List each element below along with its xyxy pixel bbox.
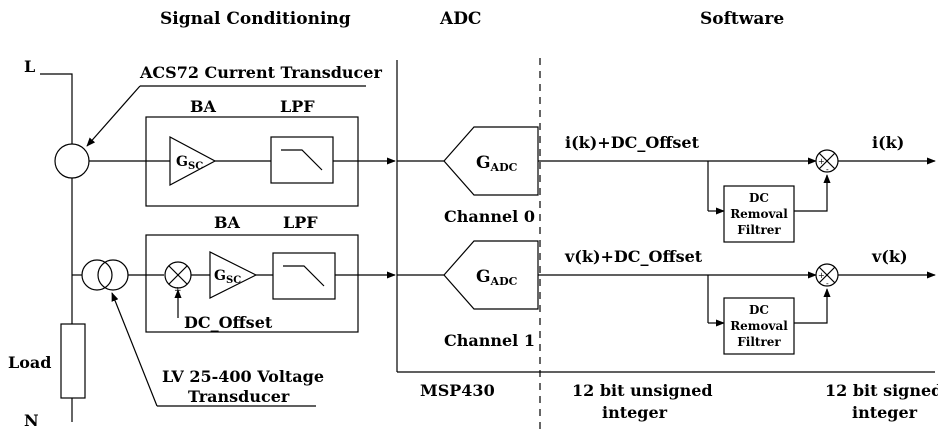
ba-label-0: BA bbox=[190, 97, 217, 116]
gain-sc-current: GSC bbox=[176, 154, 203, 172]
gain-amplifier-voltage bbox=[209, 251, 258, 299]
voltage-output-label: v(k) bbox=[871, 247, 908, 266]
mcu-label: MSP430 bbox=[420, 381, 495, 400]
current-output-label: i(k) bbox=[872, 133, 904, 152]
sum-minus-voltage: - bbox=[826, 279, 829, 288]
voltage-transducer-pointer bbox=[111, 292, 158, 407]
current-transducer-pointer bbox=[86, 85, 141, 147]
line-n-label: N bbox=[24, 411, 39, 430]
adc-gain-1: GADC bbox=[476, 267, 518, 288]
voltage-transducer-label-1: LV 25-400 Voltage bbox=[162, 367, 324, 386]
sum-minus-current: - bbox=[826, 165, 829, 174]
filter-label-3: Filtrer bbox=[737, 335, 781, 349]
current-transducer-label: ACS72 Current Transducer bbox=[139, 63, 382, 82]
gain-sc-voltage: GSC bbox=[214, 268, 241, 286]
filter-label-1: DC bbox=[749, 303, 769, 317]
header-software: Software bbox=[700, 9, 784, 29]
lpf-response-icon bbox=[283, 265, 325, 287]
signed-format-label-1: 12 bit signed bbox=[825, 381, 938, 400]
voltage-input-label: v(k)+DC_Offset bbox=[564, 247, 703, 266]
unsigned-format-label-2: integer bbox=[602, 403, 668, 422]
gain-amplifier-current bbox=[169, 136, 217, 186]
sum-plus-voltage: + bbox=[818, 271, 825, 280]
adc-gain-0: GADC bbox=[476, 153, 518, 174]
filter-label-3: Filtrer bbox=[737, 223, 781, 237]
dc-removal-filter-voltage bbox=[723, 297, 795, 355]
lpf-response-icon bbox=[281, 149, 323, 171]
adc-channel-0-label: Channel 0 bbox=[444, 207, 535, 226]
voltage-transducer-coil-a bbox=[81, 259, 113, 291]
lpf-label-1: LPF bbox=[283, 213, 318, 232]
current-transducer-icon bbox=[54, 143, 90, 179]
sum-plus-current: + bbox=[818, 157, 825, 166]
load-label: Load bbox=[8, 353, 51, 372]
line-l-label: L bbox=[24, 57, 35, 76]
signed-format-label-2: integer bbox=[852, 403, 918, 422]
filter-label-2: Removal bbox=[730, 319, 788, 333]
filter-label-1: DC bbox=[749, 191, 769, 205]
header-signal-conditioning: Signal Conditioning bbox=[160, 9, 351, 29]
ba-label-1: BA bbox=[214, 213, 241, 232]
header-adc: ADC bbox=[439, 9, 481, 29]
lpf-block-current bbox=[270, 136, 334, 184]
dc-removal-filter-current bbox=[723, 185, 795, 243]
dc-offset-label: DC_Offset bbox=[184, 313, 273, 332]
filter-label-2: Removal bbox=[730, 207, 788, 221]
line-l-wire bbox=[40, 73, 73, 144]
lpf-block-voltage bbox=[272, 252, 336, 300]
current-input-label: i(k)+DC_Offset bbox=[565, 133, 700, 152]
load-resistor bbox=[60, 323, 86, 399]
lpf-label-0: LPF bbox=[280, 97, 315, 116]
adc-channel-1-label: Channel 1 bbox=[444, 331, 535, 350]
unsigned-format-label-1: 12 bit unsigned bbox=[572, 381, 713, 400]
voltage-transducer-label-2: Transducer bbox=[188, 387, 290, 406]
